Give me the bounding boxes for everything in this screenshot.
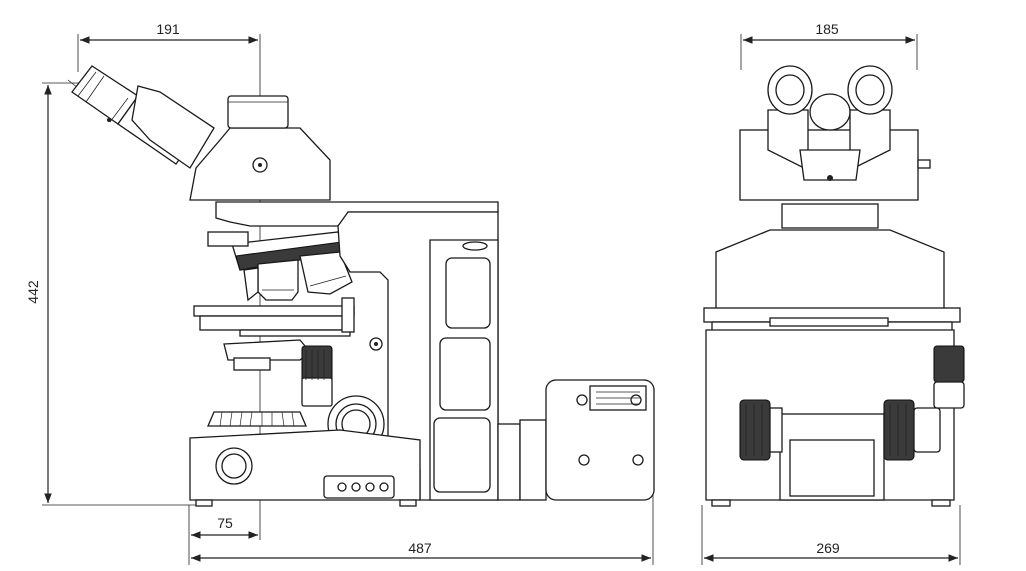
dim-side-base-offset: 75: [217, 515, 233, 531]
front-stage-knob: [933, 345, 965, 409]
side-base: [189, 429, 421, 507]
front-nosepiece-block: [781, 203, 879, 229]
dim-side-top-width: 191: [156, 21, 180, 37]
side-lamp-housing: [497, 379, 655, 501]
dim-side-height: 442: [25, 280, 41, 304]
front-left-knob: [739, 399, 783, 461]
dim-side-total-width: 487: [408, 540, 432, 556]
front-arm: [715, 229, 945, 311]
side-field-ring: [207, 411, 307, 427]
microscope-side-view: [71, 65, 655, 507]
side-illuminator-column: [429, 239, 499, 501]
front-right-knob: [883, 399, 941, 461]
side-nosepiece: [207, 231, 353, 302]
side-camera-port: [227, 95, 289, 129]
side-condenser: [223, 339, 333, 407]
front-head: [739, 65, 931, 201]
side-eyepiece: [71, 65, 215, 169]
microscope-front-view: [703, 65, 965, 507]
side-stage: [193, 297, 383, 351]
dim-front-total-width: 269: [816, 540, 840, 556]
dim-front-top-width: 185: [815, 21, 839, 37]
